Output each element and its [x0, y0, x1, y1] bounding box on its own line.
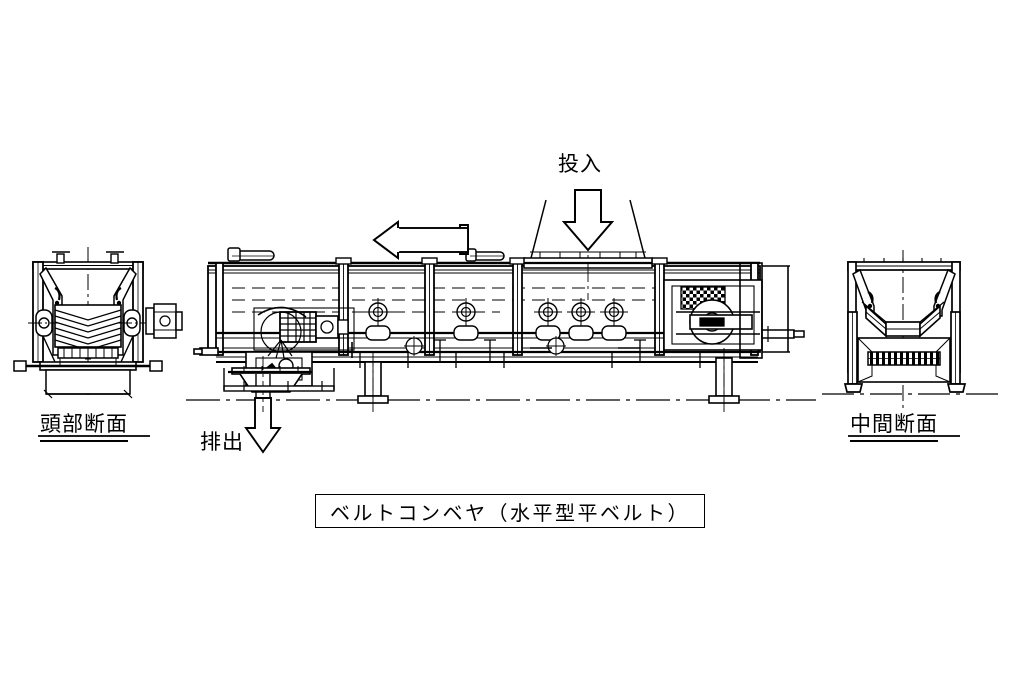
- tail-take-up: [663, 279, 805, 351]
- drawing-title-box: ベルトコンベヤ（水平型平ベルト）: [315, 494, 705, 528]
- support-legs: [357, 357, 740, 404]
- head-section-view: [13, 247, 183, 437]
- intermediate-section-caption: 中間断面: [850, 408, 938, 442]
- drawing-title: ベルトコンベヤ（水平型平ベルト）: [330, 500, 690, 525]
- feed-arrow-icon: [561, 189, 615, 252]
- discharge-arrow-icon: [244, 397, 282, 454]
- return-idlers: [404, 336, 566, 356]
- main-elevation-view: [186, 189, 816, 454]
- feed-label: 投入: [558, 152, 602, 176]
- discharge-label: 排出: [200, 430, 244, 454]
- head-section-caption: 頭部断面: [40, 408, 128, 442]
- intermediate-section-view: [822, 250, 1000, 437]
